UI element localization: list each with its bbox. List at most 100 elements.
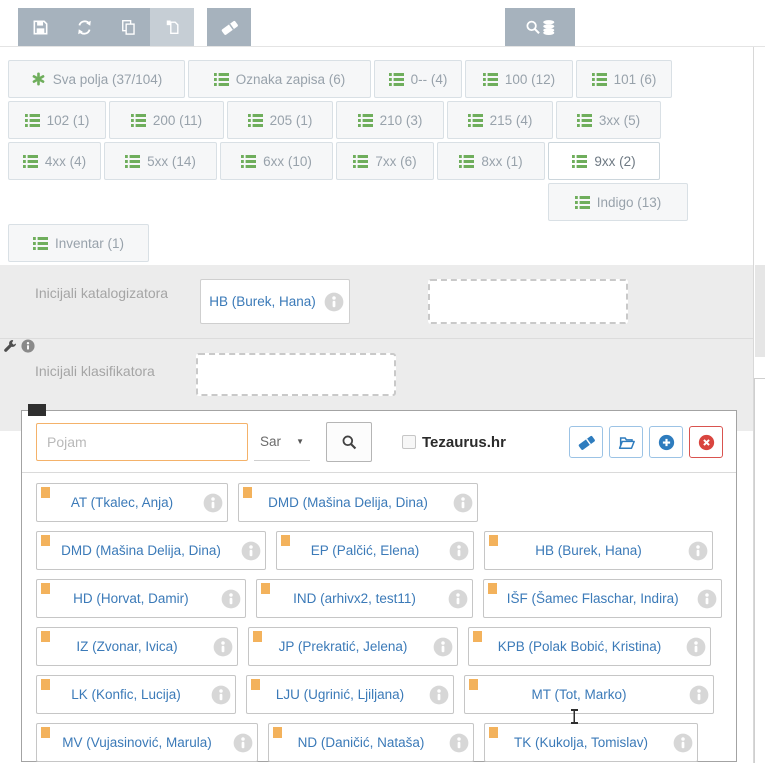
person-button[interactable]: KPB (Polak Bobić, Kristina): [468, 627, 711, 666]
save-button[interactable]: [18, 8, 62, 46]
tab-0xx[interactable]: 0-- (4): [374, 60, 462, 98]
cataloger-empty-slot[interactable]: [428, 279, 628, 324]
info-icon[interactable]: [221, 589, 241, 609]
person-label: DMD (Mašina Delija, Dina): [61, 543, 221, 558]
copy-record-button[interactable]: [106, 8, 150, 46]
person-button[interactable]: IZ (Zvonar, Ivica): [36, 627, 238, 666]
search-database-icon: [525, 19, 554, 35]
tab-6xx[interactable]: 6xx (10): [220, 142, 333, 180]
person-button[interactable]: JP (Prekratić, Jelena): [248, 627, 458, 666]
info-icon[interactable]: [213, 637, 233, 657]
popup-drag-handle[interactable]: [28, 404, 46, 416]
person-label: MV (Vujasinović, Marula): [62, 735, 212, 750]
eraser-icon: [578, 434, 595, 451]
scope-select[interactable]: Sar ▼: [254, 423, 310, 461]
search-icon: [341, 434, 358, 451]
person-button[interactable]: DMD (Mašina Delija, Dina): [36, 531, 266, 570]
info-icon[interactable]: [203, 493, 223, 513]
tab-label: 9xx (2): [594, 153, 636, 169]
tab-8xx[interactable]: 8xx (1): [437, 142, 545, 180]
info-icon[interactable]: [453, 493, 473, 513]
info-icon[interactable]: [689, 685, 709, 705]
tab-row-sub: Indigo (13): [548, 183, 688, 221]
field-marker: [273, 727, 282, 738]
info-icon[interactable]: [21, 339, 35, 353]
search-button[interactable]: [326, 422, 372, 462]
info-icon[interactable]: [688, 541, 708, 561]
wrench-icon[interactable]: [3, 339, 17, 353]
info-icon[interactable]: [449, 541, 469, 561]
tab-7xx[interactable]: 7xx (6): [336, 142, 434, 180]
tab-label: 0-- (4): [410, 71, 448, 87]
paste-record-button[interactable]: [150, 8, 194, 46]
tab-205[interactable]: 205 (1): [227, 101, 333, 139]
tab-102[interactable]: 102 (1): [8, 101, 106, 139]
tab-4xx[interactable]: 4xx (4): [8, 142, 101, 180]
person-button[interactable]: LJU (Ugrinić, Ljiljana): [246, 675, 454, 714]
person-button[interactable]: DMD (Mašina Delija, Dina): [238, 483, 478, 522]
tab-label: 205 (1): [269, 112, 313, 128]
person-button[interactable]: LK (Konfic, Lucija): [36, 675, 236, 714]
scrollbar-thumb[interactable]: [755, 265, 765, 357]
person-button[interactable]: AT (Tkalec, Anja): [36, 483, 228, 522]
tab-inventar[interactable]: Inventar (1): [8, 224, 149, 262]
tab-oznaka-zapisa[interactable]: Oznaka zapisa (6): [188, 60, 371, 98]
cataloger-value-button[interactable]: HB (Burek, Hana): [200, 279, 350, 324]
person-button[interactable]: HD (Horvat, Damir): [36, 579, 246, 618]
list-icon: [23, 155, 38, 168]
info-icon[interactable]: [241, 541, 261, 561]
person-label: TK (Kukolja, Tomislav): [513, 735, 649, 750]
search-database-button[interactable]: [505, 8, 575, 46]
info-icon[interactable]: [211, 685, 231, 705]
person-button[interactable]: IND (arhivx2, test11): [255, 579, 474, 618]
info-icon[interactable]: [673, 733, 693, 753]
list-icon: [131, 114, 146, 127]
tab-200[interactable]: 200 (11): [109, 101, 224, 139]
info-icon[interactable]: [686, 637, 706, 657]
tab-101[interactable]: 101 (6): [576, 60, 672, 98]
list-icon: [592, 73, 607, 86]
person-label: IŠF (Šamec Flaschar, Indira): [506, 591, 679, 606]
info-icon[interactable]: [233, 733, 253, 753]
clear-record-button[interactable]: [207, 8, 251, 46]
tab-indigo[interactable]: Indigo (13): [548, 183, 688, 221]
search-input[interactable]: [36, 423, 248, 461]
tab-3xx[interactable]: 3xx (5): [556, 101, 661, 139]
person-button[interactable]: TK (Kukolja, Tomislav): [484, 723, 698, 762]
close-button[interactable]: [689, 426, 723, 458]
tab-9xx-selected[interactable]: 9xx (2): [548, 142, 660, 180]
cataloger-initials-label: Inicijali katalogizatora: [35, 285, 169, 301]
person-row: IZ (Zvonar, Ivica) JP (Prekratić, Jelena…: [36, 627, 722, 666]
tab-100[interactable]: 100 (12): [465, 60, 573, 98]
tab-210[interactable]: 210 (3): [336, 101, 444, 139]
field-marker: [253, 631, 262, 642]
person-button[interactable]: HB (Burek, Hana): [484, 531, 713, 570]
tezaurus-checkbox-group[interactable]: Tezaurus.hr: [402, 434, 506, 451]
info-icon[interactable]: [697, 589, 717, 609]
open-button[interactable]: [609, 426, 643, 458]
clear-button[interactable]: [569, 426, 603, 458]
tab-5xx[interactable]: 5xx (14): [104, 142, 217, 180]
tab-215[interactable]: 215 (4): [447, 101, 553, 139]
person-button[interactable]: ND (Daničić, Nataša): [268, 723, 474, 762]
info-icon[interactable]: [449, 733, 469, 753]
tab-sva-polja[interactable]: Sva polja (37/104): [8, 60, 185, 98]
refresh-button[interactable]: [62, 8, 106, 46]
classifier-empty-slot[interactable]: [196, 353, 396, 396]
field-marker: [488, 583, 498, 594]
person-grid: AT (Tkalec, Anja) DMD (Mašina Delija, Di…: [22, 473, 736, 763]
add-icon: [658, 434, 675, 451]
info-icon[interactable]: [429, 685, 449, 705]
tab-label: 215 (4): [489, 112, 533, 128]
person-button[interactable]: IŠF (Šamec Flaschar, Indira): [483, 579, 722, 618]
tezaurus-checkbox[interactable]: [402, 435, 416, 449]
person-button[interactable]: MT (Tot, Marko): [464, 675, 714, 714]
list-icon: [389, 73, 404, 86]
field-marker: [41, 535, 50, 546]
add-button[interactable]: [649, 426, 683, 458]
info-icon[interactable]: [433, 637, 453, 657]
person-button[interactable]: EP (Palčić, Elena): [276, 531, 474, 570]
person-button[interactable]: MV (Vujasinović, Marula): [36, 723, 258, 762]
info-icon[interactable]: [448, 589, 468, 609]
info-icon[interactable]: [324, 292, 344, 312]
